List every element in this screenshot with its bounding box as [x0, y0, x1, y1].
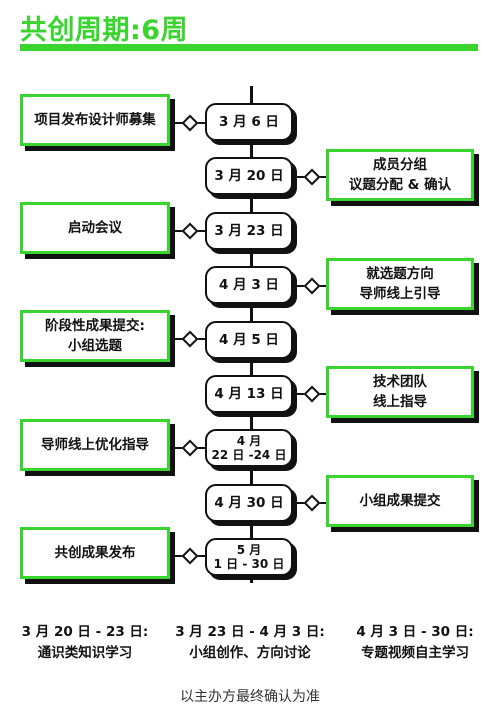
event-box: 项目发布设计师募集	[20, 94, 170, 146]
phase-block: 4 月 3 日 - 30 日: 专题视频自主学习	[330, 622, 500, 664]
date-box: 4 月 3 日	[205, 266, 293, 304]
phase-block: 3 月 20 日 - 23 日: 通识类知识学习	[0, 622, 170, 664]
diamond-marker-icon	[303, 168, 321, 186]
diamond-marker-icon	[181, 222, 199, 240]
phase-activity: 小组创作、方向讨论	[189, 644, 311, 661]
diamond-marker-icon	[303, 277, 321, 295]
diamond-marker-icon	[181, 330, 199, 348]
event-box: 就选题方向 导师线上引导	[326, 258, 474, 310]
diamond-marker-icon	[181, 439, 199, 457]
diamond-marker-icon	[303, 385, 321, 403]
event-box: 启动会议	[20, 202, 170, 254]
event-box: 导师线上优化指导	[20, 419, 170, 471]
diamond-marker-icon	[181, 114, 199, 132]
phase-activity: 专题视频自主学习	[361, 644, 469, 661]
phase-activity: 通识类知识学习	[37, 644, 133, 661]
phase-period: 4 月 3 日 - 30 日:	[356, 624, 474, 640]
diamond-marker-icon	[303, 494, 321, 512]
phase-period: 3 月 20 日 - 23 日:	[21, 624, 149, 640]
date-box: 4 月 13 日	[205, 375, 293, 413]
date-box: 4 月 5 日	[205, 321, 293, 359]
diamond-marker-icon	[181, 547, 199, 565]
date-box: 4 月 30 日	[205, 484, 293, 522]
event-box: 阶段性成果提交: 小组选题	[20, 310, 170, 362]
event-box: 成员分组 议题分配 & 确认	[326, 149, 474, 201]
date-box: 3 月 23 日	[205, 212, 293, 250]
event-box: 技术团队 线上指导	[326, 366, 474, 418]
phase-period: 3 月 23 日 - 4 月 3 日:	[175, 624, 325, 640]
phase-block: 3 月 23 日 - 4 月 3 日: 小组创作、方向讨论	[165, 622, 335, 664]
event-box: 共创成果发布	[20, 527, 170, 579]
date-box: 3 月 6 日	[205, 103, 293, 141]
page-title: 共创周期:6周	[20, 15, 189, 46]
date-box: 3 月 20 日	[205, 157, 293, 195]
title-underline	[20, 44, 478, 51]
event-box: 小组成果提交	[326, 475, 474, 527]
footer-note: 以主办方最终确认为准	[180, 689, 320, 705]
date-box: 5 月 1 日 - 30 日	[205, 538, 293, 576]
date-box: 4 月 22 日 -24 日	[205, 429, 293, 467]
